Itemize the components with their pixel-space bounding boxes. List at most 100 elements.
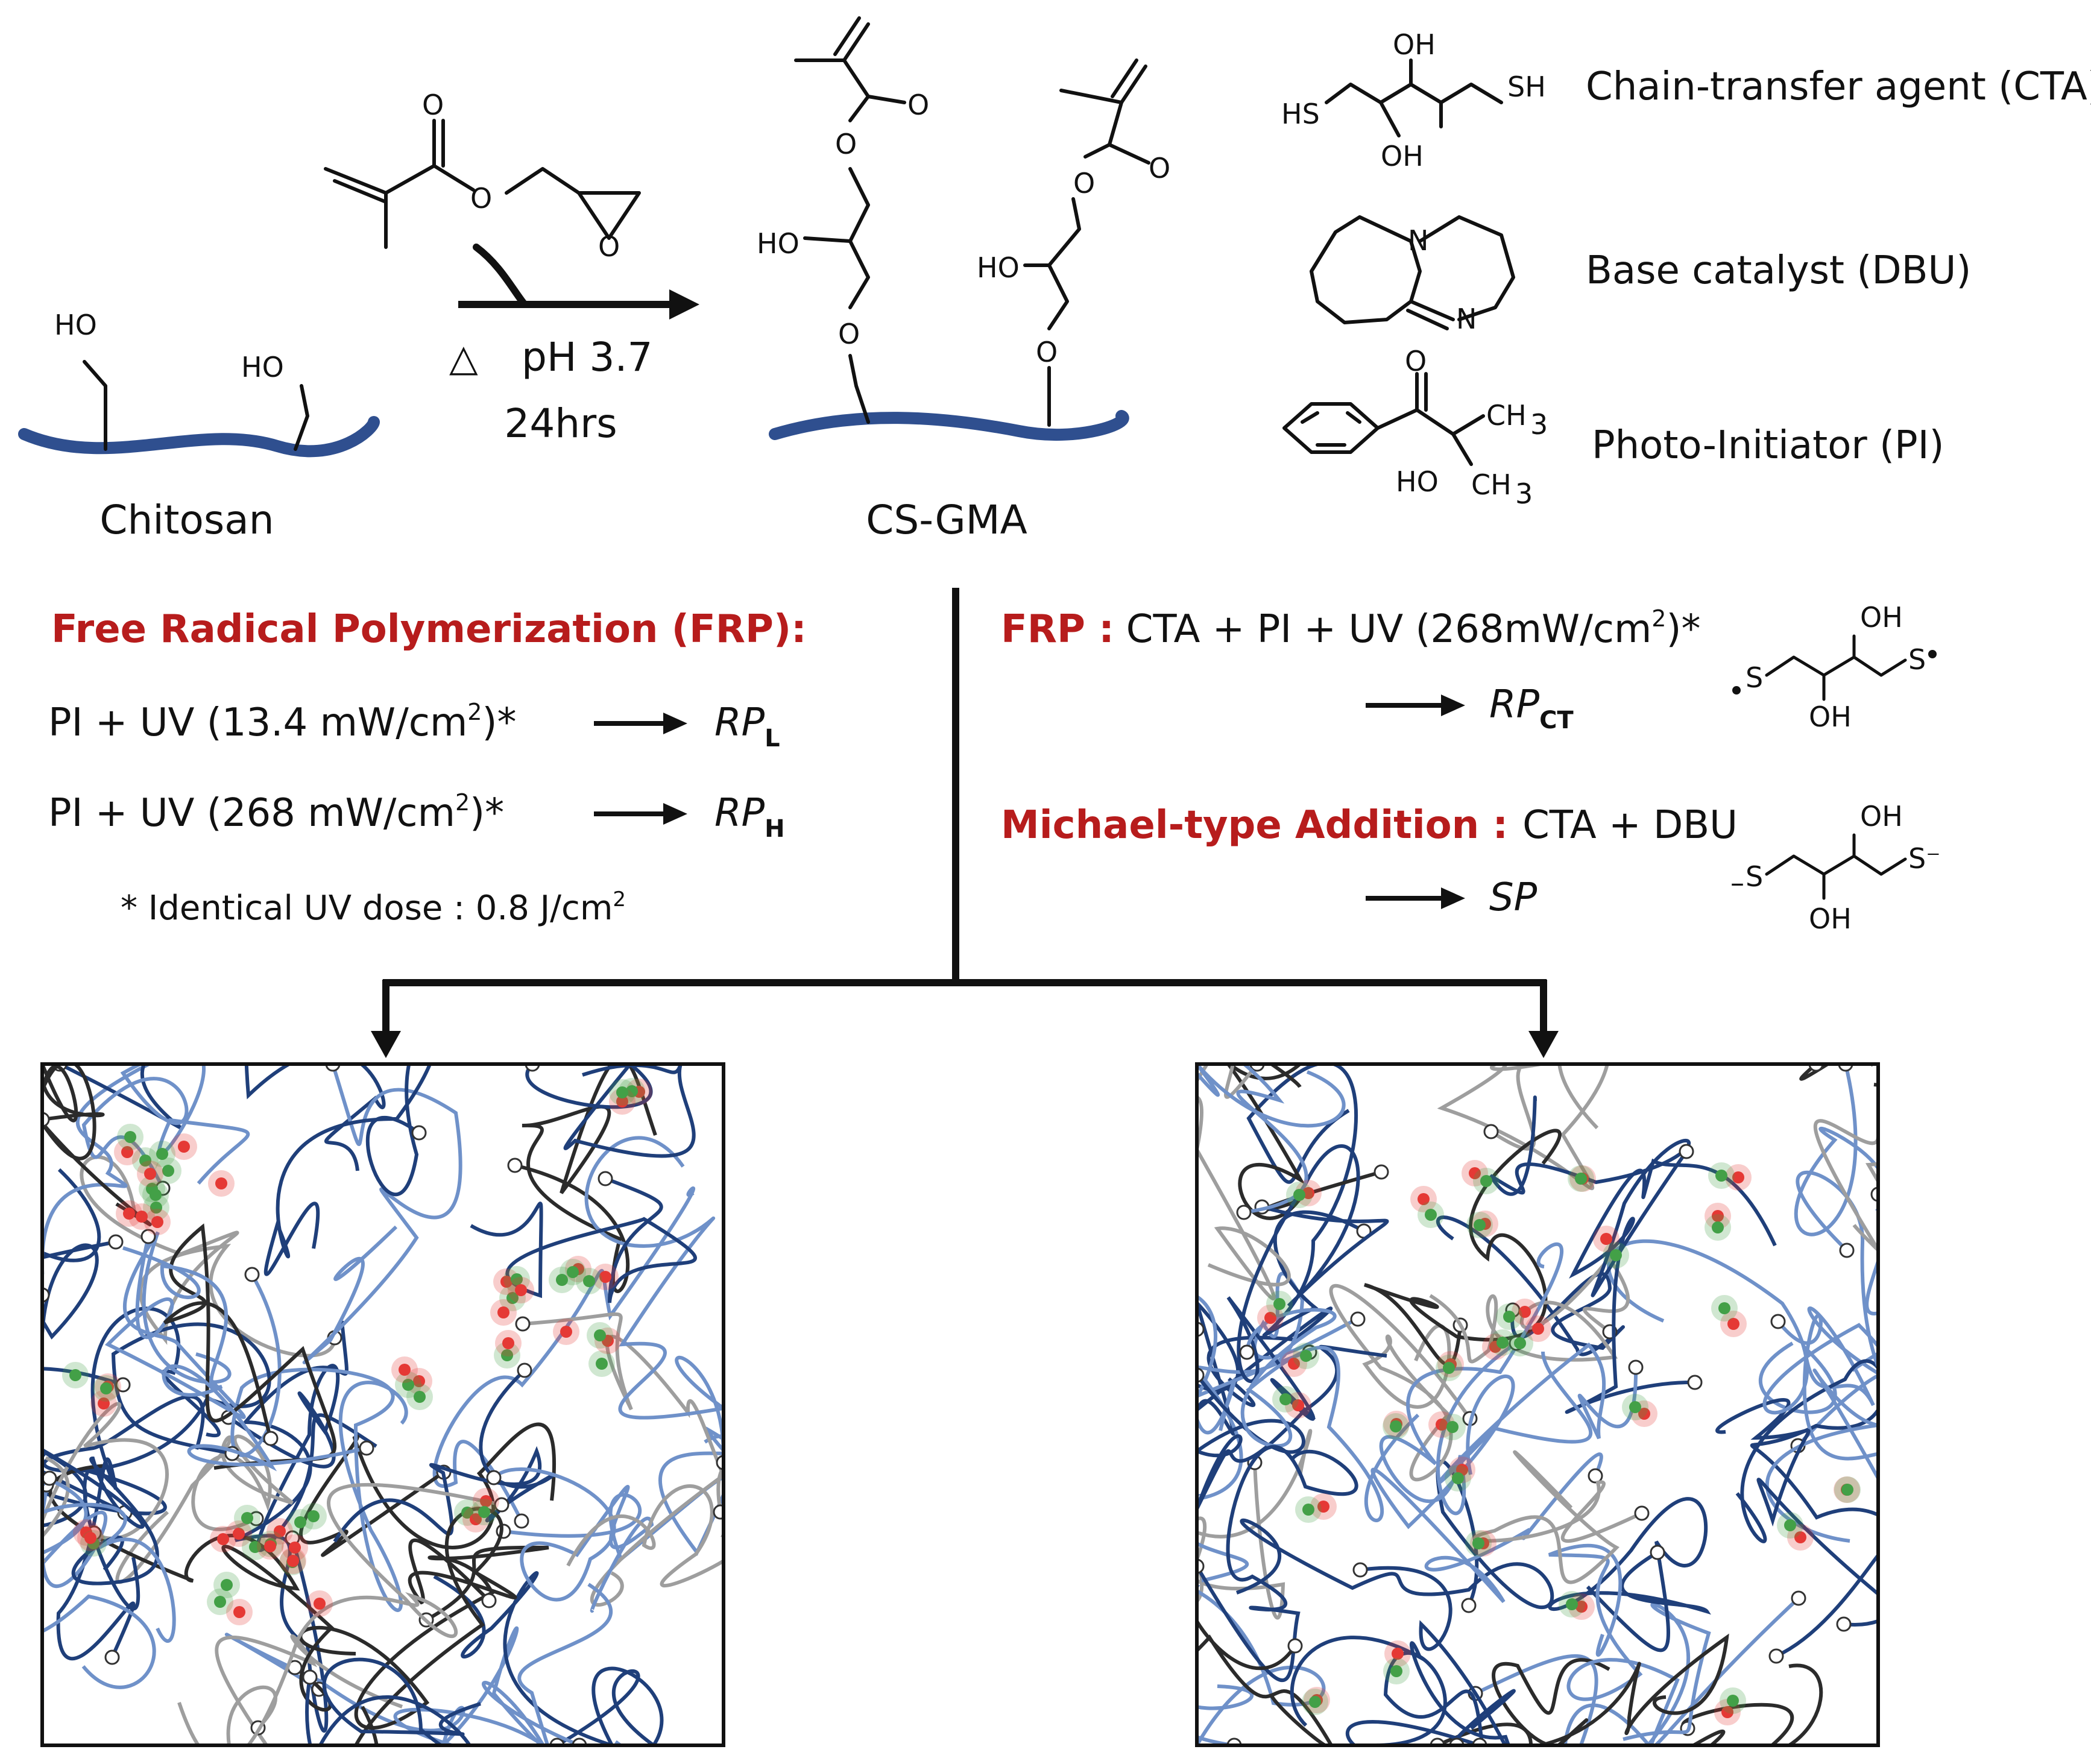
network-left-crosslink [100,1382,112,1394]
csgma-carbonyl-o-2: O [1149,152,1170,184]
frp-line-2: PI + UV (268 mW/cm2)* [48,789,504,836]
network-right-chain-end [1791,1590,1806,1606]
network-right-crosslink [1712,1210,1724,1222]
network-left-chain [163,1223,337,1470]
network-right-chain-end [1768,1648,1784,1664]
network-right-chain-end [1350,1311,1366,1327]
network-left-chain [81,1064,250,1189]
chitosan-label: Chitosan [99,497,274,543]
radical-oh-bottom: OH [1809,701,1852,733]
network-right-crosslink [1480,1175,1492,1187]
network-left-chain [470,1177,697,1303]
network-right-chain-end [1687,1375,1703,1390]
network-right-chain-end [1483,1124,1499,1139]
network-left-crosslink [556,1274,568,1286]
network-left-crosslink [233,1606,245,1618]
network-right-chain [1473,1450,1643,1584]
network-right-crosslink [1718,1302,1730,1314]
network-right-chain [1197,1064,1291,1301]
network-left-chain-end [108,1234,124,1250]
network-left-crosslink [314,1598,326,1610]
csgma-backbone [769,410,1129,441]
thiolate-structure: – S OH OH S⁻ [1730,800,1940,935]
network-left-crosslink [289,1542,301,1554]
network-left-chain [302,1064,462,1364]
gma-epoxide-o: O [598,230,620,263]
network-right-crosslink [1715,1170,1727,1182]
network-right-chain [1345,1651,1516,1745]
network-right-crosslink [1721,1706,1733,1718]
thiyl-radical-structure: S OH OH S [1732,601,1937,733]
gma-ester-o: O [470,182,492,215]
network-right-chain [1758,1306,1878,1447]
network-right-crosslink [1469,1167,1481,1179]
network-left-crosslink [123,1208,135,1220]
pi-ch3-1-sub: 3 [1530,408,1548,441]
radical-s-left: S [1746,661,1763,694]
network-left-crosslink [249,1541,261,1553]
network-left-crosslink [264,1540,276,1552]
network-right-crosslink [1566,1598,1578,1610]
network-left-chain-end [104,1649,120,1665]
network-left-chain [42,1367,159,1586]
network-right-chain [1379,1242,1564,1516]
network-right-crosslink [1273,1298,1285,1310]
thiolate-s-right: S⁻ [1908,842,1940,875]
network-left-crosslink [470,1513,482,1525]
network-left-chain [305,1657,481,1745]
network-right-crosslink [1472,1537,1484,1549]
heat-symbol: △ [449,336,478,380]
network-left-chain-end [515,1316,531,1332]
radical-oh-top: OH [1860,601,1903,634]
network-left-crosslink [69,1369,81,1381]
network-left-crosslink [215,1177,227,1189]
network-right-crosslink [1452,1472,1464,1484]
network-left-chain [584,1136,724,1463]
network-left-crosslink [515,1284,527,1296]
network-right-chain [1436,1658,1610,1745]
network-right-crosslink [1390,1665,1402,1677]
network-left-crosslink [136,1211,148,1223]
pi-carbonyl-o: O [1405,345,1427,377]
network-left-chain-end [263,1431,279,1446]
pi-ch3-2: CH [1471,468,1512,501]
dbu-n-top: N [1408,224,1428,257]
network-left-chain [566,1465,724,1588]
network-right-chain [1197,1064,1346,1214]
network-right-chain [1474,1602,1711,1745]
network-right-crosslink [1638,1408,1650,1420]
network-left-crosslink [497,1306,509,1318]
csgma-ether-o-2: O [1036,336,1058,368]
network-right-crosslink [1727,1695,1739,1707]
product-rp-ct: RPCT [1489,682,1574,734]
network-left-chain-end [411,1125,427,1141]
network-left-chain [234,1320,348,1733]
csgma-ho-2: HO [977,251,1020,284]
network-right-crosslink [1496,1337,1509,1349]
network-left-crosslink [560,1326,572,1338]
pi-ch3-2-sub: 3 [1515,477,1533,510]
network-left-crosslink [162,1165,174,1177]
pi-ch3-1: CH [1486,399,1527,432]
network-left-crosslink [84,1532,96,1544]
network-right-crosslink [1712,1221,1724,1233]
network-right-crosslink [1292,1399,1304,1411]
network-right-chain [1548,1497,1711,1652]
network-left-chain [492,1467,654,1613]
network-right-chain-end [1770,1314,1786,1329]
frp-heading: Free Radical Polymerization (FRP): [51,607,807,652]
network-left-chain-end [42,1470,57,1486]
network-right-chain [1226,1144,1389,1422]
network-right-crosslink [1575,1173,1587,1185]
csgma-carbonyl-o-1: O [907,89,929,121]
network-right-chain-end [1461,1598,1477,1613]
network-left-crosslink [139,1154,151,1167]
network-left-chain [42,1470,176,1643]
gma-carbonyl-o: O [422,89,444,121]
network-left-crosslink [414,1391,426,1403]
network-left-crosslink [121,1146,133,1158]
csgma-ether-o-1: O [838,318,860,350]
network-right-crosslink [1264,1312,1276,1324]
network-right-chain [1565,1158,1777,1414]
network-right-crosslink [1629,1401,1641,1413]
